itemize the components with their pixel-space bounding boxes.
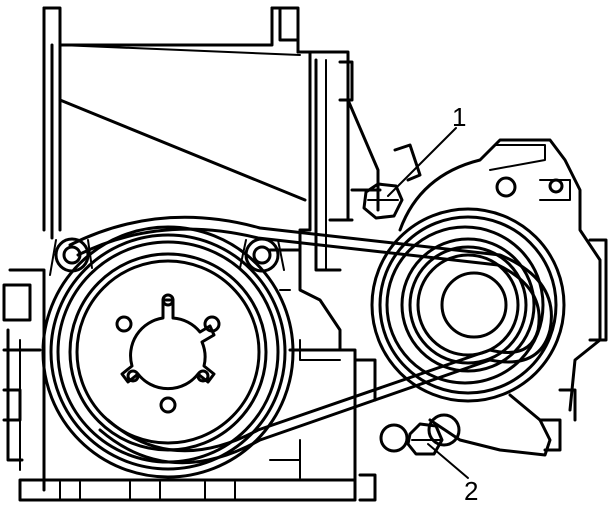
drive-belt — [68, 215, 553, 465]
callout-label-1: 1 — [452, 102, 466, 132]
engine-housing — [42, 6, 382, 272]
bolt-2 — [379, 413, 461, 456]
alternator — [370, 138, 608, 457]
callout-label-2: 2 — [464, 476, 478, 506]
lower-block — [2, 248, 377, 502]
crankshaft-pulley — [41, 225, 295, 479]
leader-line-2 — [427, 443, 469, 479]
bolt-1 — [362, 182, 404, 220]
leader-line-1 — [387, 127, 457, 197]
